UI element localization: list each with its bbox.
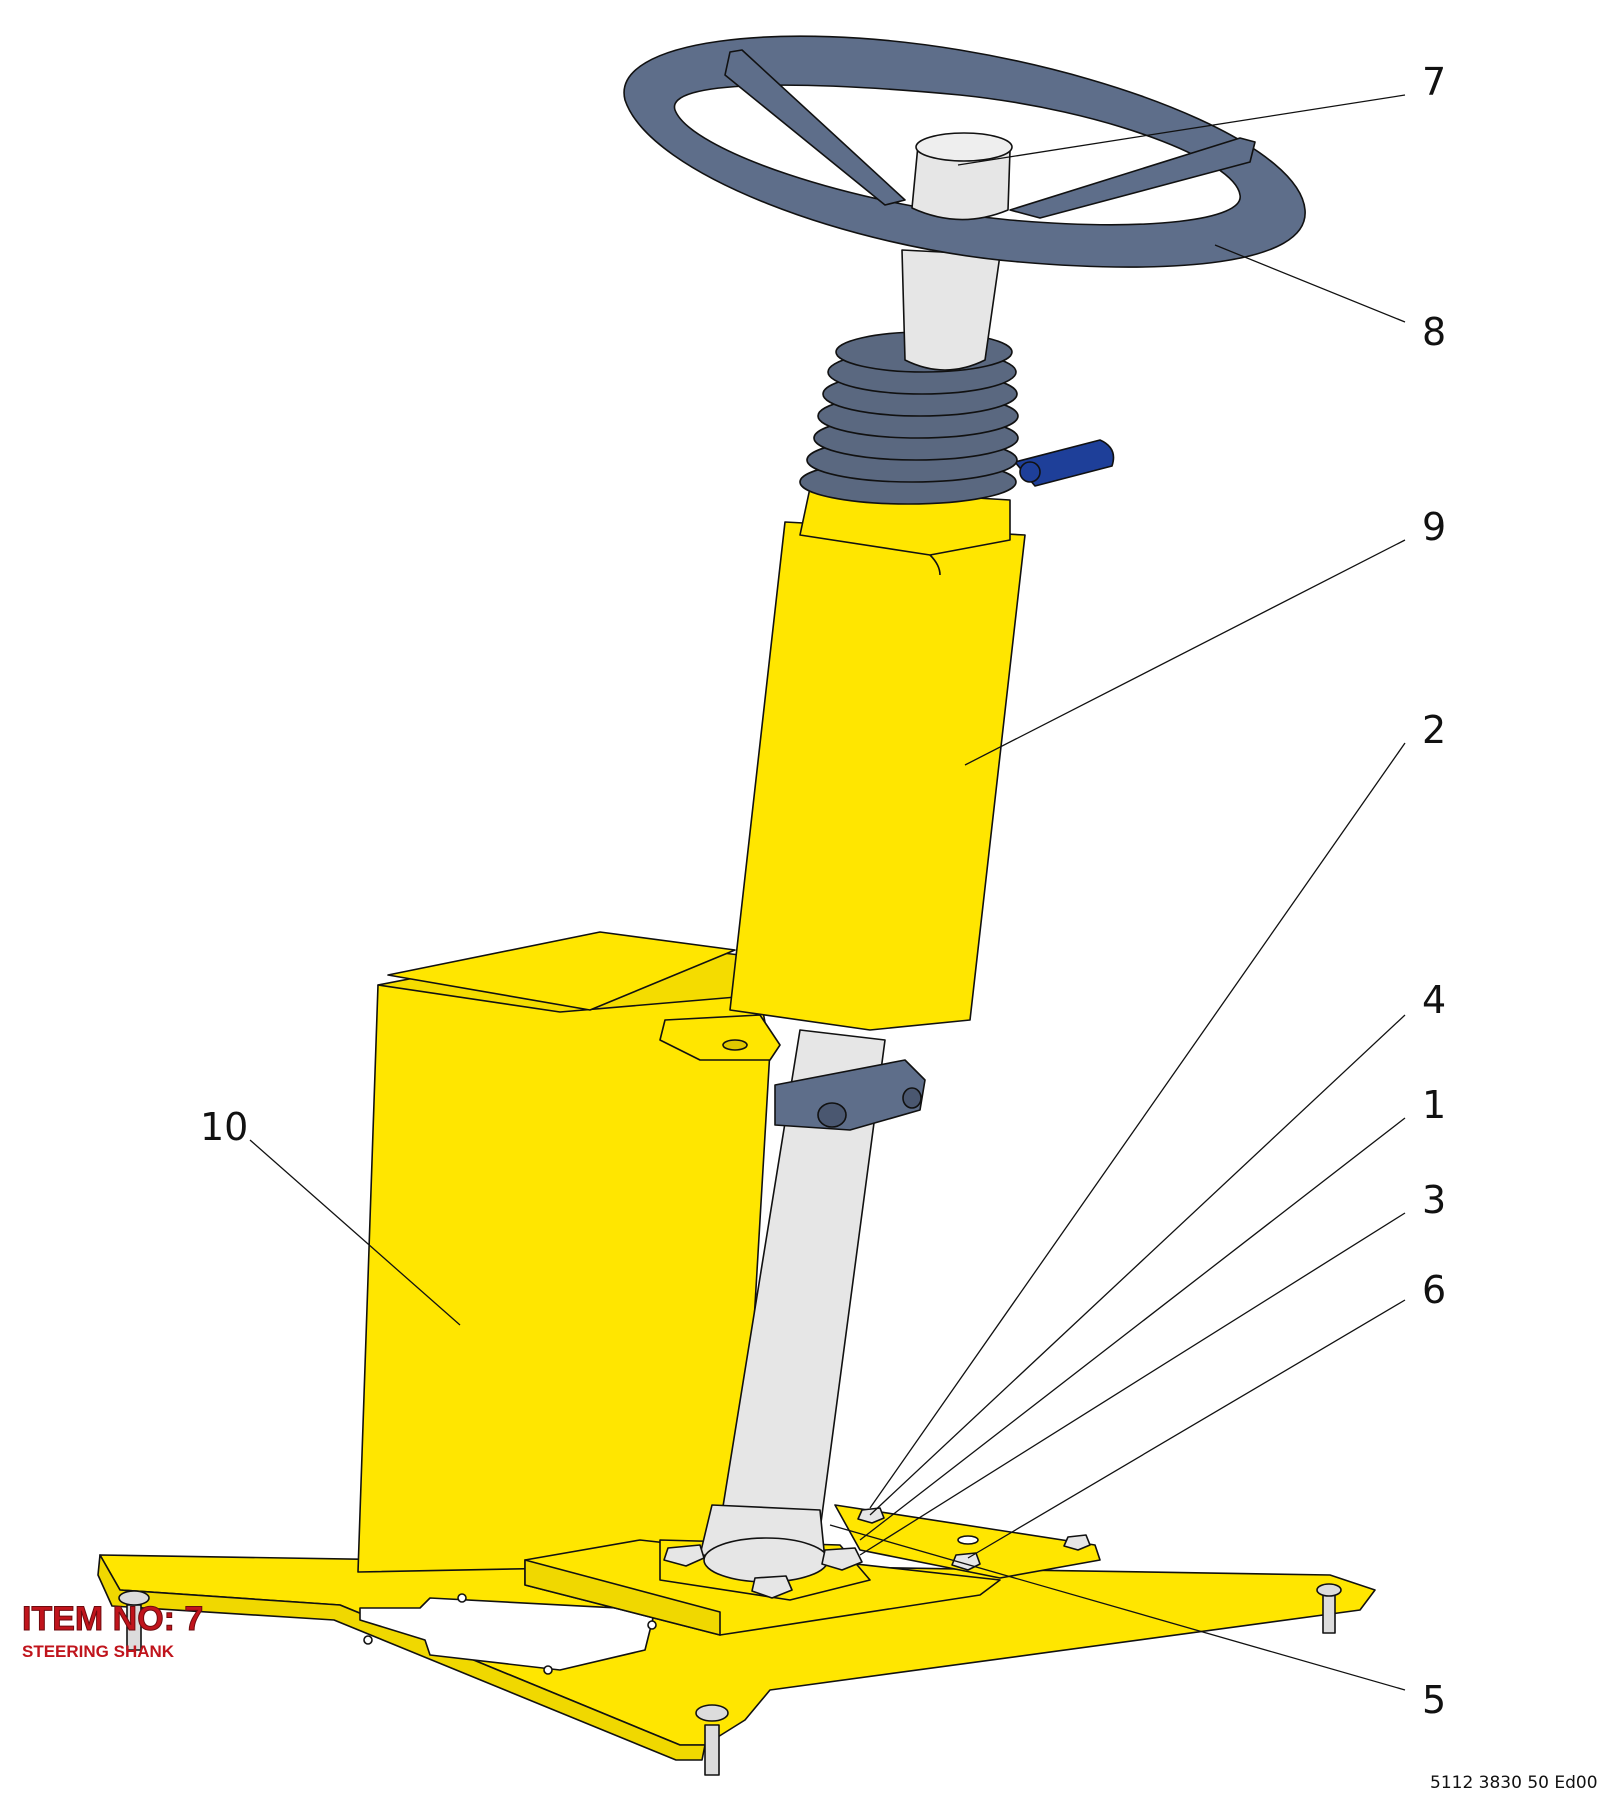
leader-4 <box>869 1014 1406 1516</box>
plate-cutout <box>359 1597 656 1671</box>
base-plate <box>97 1554 1376 1761</box>
callout-6: 6 <box>1422 1268 1446 1312</box>
leader-9 <box>964 539 1406 766</box>
flange-bolt <box>821 1547 863 1571</box>
callout-8: 8 <box>1422 310 1446 354</box>
callout-3: 3 <box>1422 1178 1446 1222</box>
column-tube <box>729 487 1026 1031</box>
callout-1: 1 <box>1422 1083 1446 1127</box>
callout-labels: 7 8 9 2 4 1 3 6 5 10 <box>200 60 1446 1722</box>
leader-5 <box>829 1524 1406 1691</box>
housing-box <box>357 931 781 1573</box>
corner-bolt <box>118 1590 150 1651</box>
stamp-title: ITEM NO: 7 <box>22 1600 203 1638</box>
callout-7: 7 <box>1422 60 1446 104</box>
leader-6 <box>967 1299 1406 1559</box>
corner-bolt <box>1316 1583 1342 1634</box>
leader-2 <box>869 742 1406 1509</box>
callout-4: 4 <box>1422 978 1446 1022</box>
document-reference: 5112 3830 50 Ed00 <box>1430 1773 1598 1793</box>
callout-2: 2 <box>1422 708 1446 752</box>
flange-bolt <box>751 1575 793 1599</box>
item-stamp: ITEM NO: 7 STEERING SHANK <box>22 1600 204 1662</box>
callout-5: 5 <box>1422 1678 1446 1722</box>
shaft-cap <box>911 132 1013 221</box>
flange-bolt <box>663 1544 705 1567</box>
mounting-bracket <box>834 1504 1101 1579</box>
callout-10: 10 <box>200 1105 248 1149</box>
leader-8 <box>1214 244 1406 323</box>
leader-7 <box>957 94 1406 166</box>
leader-1 <box>859 1117 1406 1541</box>
leader-3 <box>859 1212 1406 1556</box>
callout-9: 9 <box>1422 505 1446 549</box>
corner-bolt <box>695 1704 729 1776</box>
shaft-flange <box>659 1504 871 1601</box>
upper-shaft <box>901 249 1001 371</box>
stamp-subtitle: STEERING SHANK <box>22 1642 175 1661</box>
leader-10 <box>249 1139 461 1326</box>
shaft-clamp <box>774 1059 926 1131</box>
tilt-lever <box>1014 439 1115 487</box>
plate-bolt <box>1063 1534 1091 1551</box>
leader-lines <box>249 94 1406 1691</box>
steering-wheel <box>623 35 1306 268</box>
